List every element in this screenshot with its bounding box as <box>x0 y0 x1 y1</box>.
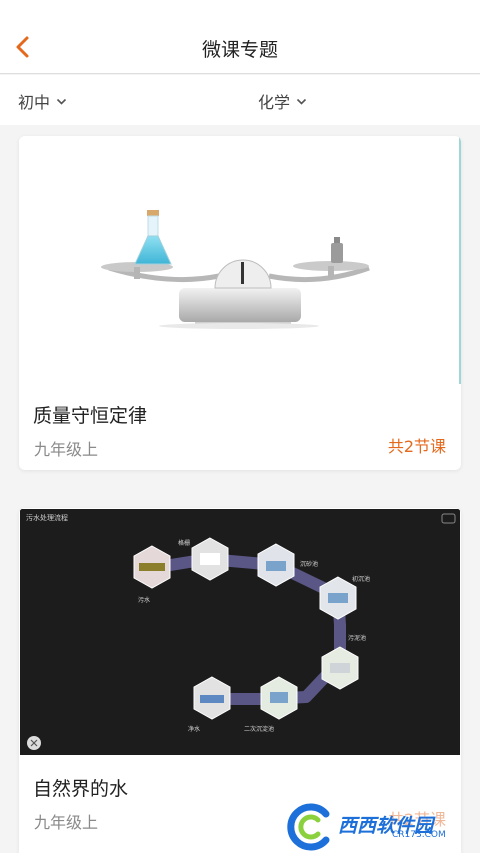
level-filter[interactable]: 初中 <box>18 89 67 113</box>
watermark-brand: 西西软件园 <box>338 815 434 837</box>
watermark-logo-icon <box>287 803 330 851</box>
course-title: 质量守恒定律 <box>33 405 148 427</box>
filter-bar: 初中 化学 <box>0 75 480 125</box>
course-thumbnail: 污水处理流程 <box>20 509 460 755</box>
step-label: 污水 <box>138 596 150 604</box>
process-node <box>319 576 357 620</box>
back-arrow-icon <box>16 36 29 58</box>
course-card[interactable]: 质量守恒定律 九年级上 共2节课 <box>19 136 461 470</box>
step-label: 污泥池 <box>348 634 366 642</box>
page-title: 微课专题 <box>201 39 278 61</box>
lesson-count: 共2节课 <box>387 437 446 456</box>
top-bar: 微课专题 <box>0 0 480 74</box>
site-watermark: 西西软件园 CR173.COM <box>280 800 480 853</box>
balance-scale-illustration <box>101 210 370 329</box>
watermark-site: CR173.COM <box>392 830 446 840</box>
step-label: 净水 <box>188 725 200 733</box>
water-treatment-diagram: 污水处理流程 <box>26 513 456 750</box>
step-label: 初沉池 <box>352 575 370 583</box>
fullscreen-icon <box>441 513 456 524</box>
course-card[interactable]: 污水处理流程 <box>19 508 461 853</box>
process-node <box>133 545 171 589</box>
level-filter-label: 初中 <box>18 93 51 112</box>
course-grade: 九年级上 <box>34 440 99 459</box>
process-node <box>260 676 298 720</box>
step-label: 沉砂池 <box>300 560 318 568</box>
step-label: 格栅 <box>178 539 190 547</box>
course-thumbnail <box>19 136 461 384</box>
lesson-count: 共2节课 <box>387 810 446 829</box>
diagram-title: 污水处理流程 <box>26 513 68 522</box>
step-label: 二次沉淀池 <box>244 725 274 733</box>
process-node <box>257 543 295 587</box>
process-node <box>191 537 229 581</box>
chevron-down-icon <box>56 98 67 105</box>
back-button[interactable] <box>10 30 36 64</box>
process-node <box>321 646 359 690</box>
chevron-down-icon <box>296 98 307 105</box>
course-title: 自然界的水 <box>33 778 129 800</box>
course-grade: 九年级上 <box>34 813 99 832</box>
subject-filter-label: 化学 <box>258 93 291 112</box>
subject-filter[interactable]: 化学 <box>258 89 307 113</box>
process-node <box>193 676 231 720</box>
